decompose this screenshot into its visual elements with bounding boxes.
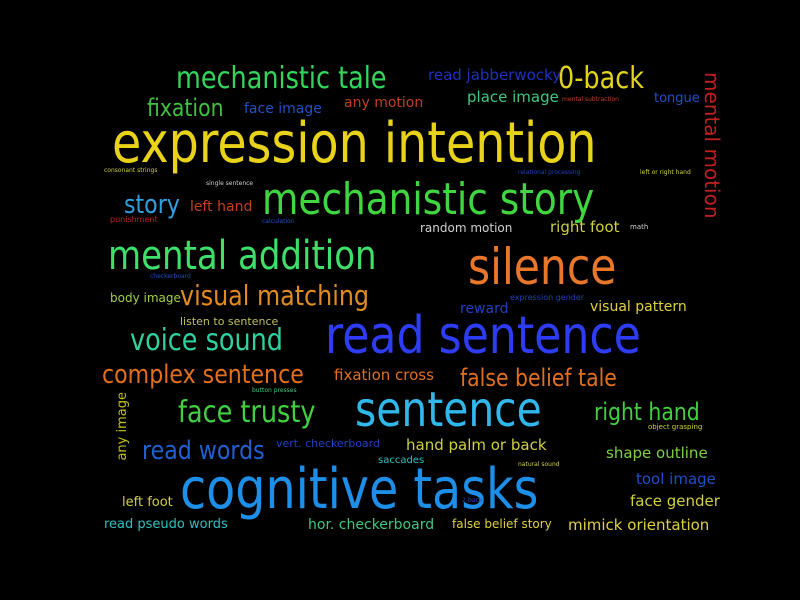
word-any-image: any image [115,392,130,461]
word-any-motion: any motion [344,95,424,111]
word-hand-palm-or-back: hand palm or back [406,436,547,454]
word-0-back: 0-back [558,61,645,96]
word-complex-sentence: complex sentence [102,360,304,390]
word-mechanistic-story: mechanistic story [262,174,595,225]
word-consonant-strings: consonant strings [104,167,158,174]
word-read-jabberwocky: read jabberwocky [428,66,562,84]
word-story: story [124,190,180,220]
word-relational-processing: relational processing [518,169,581,176]
word-mechanistic-tale: mechanistic tale [176,61,387,96]
word-hor-checkerboard: hor. checkerboard [308,517,435,533]
word-calculation: calculation [262,218,295,225]
word-read-sentence: read sentence [325,306,641,366]
word-visual-pattern: visual pattern [590,299,687,315]
word-random-motion: random motion [420,221,513,235]
word-sentence: sentence [355,382,542,438]
word-button-presses: button presses [252,387,297,394]
word-right-foot: right foot [550,218,620,236]
word-single-sentence: single sentence [206,180,254,187]
word-cognitive-tasks: cognitive tasks [180,457,539,522]
word-natural-sound: natural sound [518,461,560,468]
word-mimick-orientation: mimick orientation [568,516,710,534]
word-fixation-cross: fixation cross [334,366,434,384]
word-false-belief-tale: false belief tale [460,364,617,392]
word-saccades: saccades [378,455,425,466]
word-mental-motion: mental motion [700,72,724,219]
word-place-image: place image [467,88,559,106]
word-fixation: fixation [147,94,224,122]
word-face-image: face image [244,101,322,117]
word-visual-matching: visual matching [180,279,370,312]
word-2-back: 2-back [462,497,483,504]
word-left-foot: left foot [122,495,173,510]
word-listen-to-sentence: listen to sentence [180,315,279,328]
word-tongue: tongue [654,91,700,106]
word-tool-image: tool image [636,470,716,488]
word-punishment: punishment [110,215,158,224]
word-left-hand: left hand [190,199,253,215]
word-read-words: read words [142,436,265,466]
word-read-pseudo-words: read pseudo words [104,517,228,532]
word-mental-subtraction: mental subtraction [562,96,619,103]
word-voice-sound: voice sound [130,323,283,358]
word-shape-outline: shape outline [606,444,708,462]
word-mental-addition: mental addition [108,233,377,279]
word-math: math [630,223,649,231]
word-object-grasping: object grasping [648,423,703,431]
word-face-gender: face gender [630,492,720,510]
word-left-or-right-hand: left or right hand [640,169,691,176]
word-reward: reward [460,301,509,317]
word-expression-intention: expression intention [112,111,597,176]
word-false-belief-story: false belief story [452,517,552,531]
word-silence: silence [468,238,617,296]
word-body-image: body image [110,291,181,305]
word-right-hand: right hand [594,398,700,426]
word-vert-checkerboard: vert. checkerboard [276,437,380,450]
word-checkerboard: checkerboard [150,273,191,280]
word-expression-gender: expression gender [510,293,585,302]
word-face-trusty: face trusty [178,395,316,430]
